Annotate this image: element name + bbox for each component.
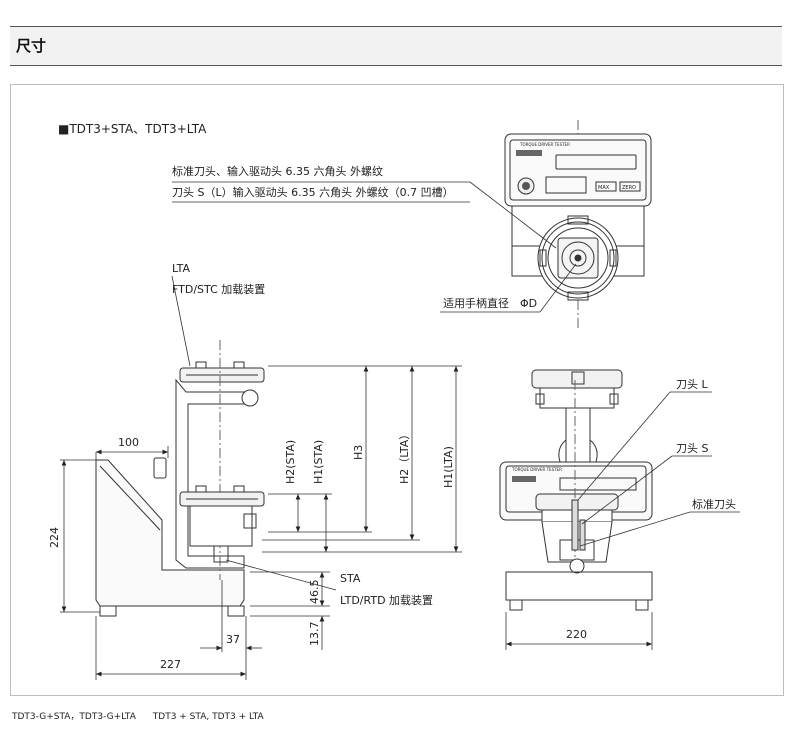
drawing-heading: ■TDT3+STA、TDT3+LTA — [58, 122, 207, 136]
label-ltd-rtd-loader: LTD/RTD 加载装置 — [340, 594, 433, 607]
label-standard-bit-input: 标准刀头、输入驱动头 6.35 六角头 外螺纹 — [172, 164, 383, 178]
panel-brand-front: TORQUE DRIVER TESTER — [511, 467, 562, 472]
label-bit-sl-input: 刀头 S（L）输入驱动头 6.35 六角头 外螺纹（0.7 凹槽） — [172, 185, 454, 199]
label-handle-diameter: 适用手柄直径 ΦD — [443, 296, 537, 310]
panel-button-a: MAX — [598, 185, 610, 191]
section-title: 尺寸 — [16, 37, 47, 55]
dim-13-7: 13.7 — [308, 622, 321, 647]
label-lta: LTA — [172, 262, 190, 275]
dim-220: 220 — [566, 628, 587, 641]
dim-224: 224 — [48, 527, 61, 548]
dim-37: 37 — [226, 633, 240, 646]
dim-h1-sta: H1(STA) — [312, 440, 325, 484]
caption-model-g: TDT3-G+STA，TDT3-G+LTA — [12, 712, 136, 722]
label-sta: STA — [340, 572, 361, 585]
caption-row: TDT3-G+STA，TDT3-G+LTA TDT3 + STA, TDT3 +… — [12, 709, 278, 722]
dim-h2-lta: H2（LTA） — [398, 429, 411, 484]
side-view — [95, 340, 265, 617]
label-bit-l: 刀头 L — [676, 378, 708, 391]
panel-brand-top: TORQUE DRIVER TESTER — [519, 142, 570, 147]
dim-100: 100 — [118, 436, 139, 449]
dim-h1-lta: H1(LTA) — [442, 446, 455, 488]
label-ftd-stc-loader: FTD/STC 加载装置 — [172, 283, 265, 296]
caption-model-std: TDT3 + STA, TDT3 + LTA — [152, 712, 264, 722]
section-header: 尺寸 — [10, 26, 782, 66]
dim-227: 227 — [160, 658, 181, 671]
front-view — [499, 369, 653, 611]
label-bit-s: 刀头 S — [676, 442, 708, 455]
dim-h3: H3 — [352, 445, 365, 460]
dim-h2-sta: H2(STA) — [284, 440, 297, 484]
dim-46-5: 46.5 — [308, 580, 321, 605]
top-view — [504, 120, 652, 330]
label-standard-bit: 标准刀头 — [692, 497, 736, 511]
panel-button-b: ZERO — [622, 185, 636, 191]
